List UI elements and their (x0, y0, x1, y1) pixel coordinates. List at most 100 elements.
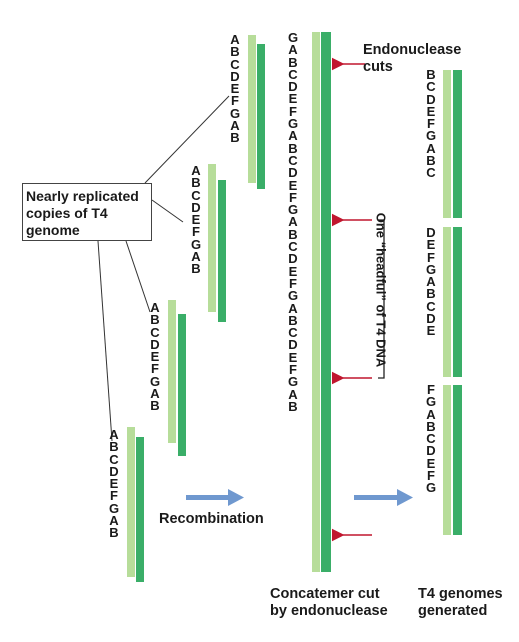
sequence-letter: G (287, 30, 299, 45)
sequence-letter: C (426, 298, 436, 314)
dna-copy-1 (248, 35, 265, 189)
sequence-letter: D (426, 443, 436, 459)
sequence-letter: E (426, 103, 436, 119)
callout-box (22, 183, 152, 241)
sequence-letter: F (427, 249, 435, 265)
sequence-letter: D (426, 225, 436, 240)
sequence-letter: F (427, 382, 435, 397)
sequence-letter: F (289, 189, 297, 205)
sequence-letter: D (288, 337, 298, 353)
sequence-letter: A (191, 249, 201, 265)
sequence-letter: A (288, 214, 298, 230)
sequence-letter: C (426, 79, 436, 95)
sequence-letter: F (289, 362, 297, 378)
sequence-letter: E (288, 177, 298, 193)
sequence-letter: D (288, 165, 298, 181)
sequence-letter: D (426, 91, 436, 107)
sequence-letter: A (109, 513, 119, 529)
cutting-arrow (354, 489, 413, 506)
callout-leader-lines (97, 95, 230, 442)
sequence-letter: E (426, 237, 436, 253)
sequence-letter: E (230, 81, 240, 97)
sequence-letter: A (426, 140, 436, 156)
sequence-letter: B (230, 130, 240, 146)
headful-bracket (378, 219, 385, 379)
sequence-letter: C (426, 431, 436, 447)
sequence-letter: D (288, 79, 298, 95)
sequence-letter: B (288, 398, 298, 414)
genomes-generated-label: T4 genomes generated (418, 586, 503, 619)
sequence-letter: B (288, 226, 298, 242)
callout-label: Nearly replicated copies of T4 genome (26, 188, 139, 238)
sequence-letter: A (109, 427, 119, 442)
sequence-letter: A (150, 386, 160, 402)
sequence-letter: E (150, 349, 160, 365)
sequence-letter: B (191, 261, 201, 277)
sequence-letter: B (109, 525, 119, 541)
sequence-letter: A (288, 42, 298, 58)
sequence-letter: A (288, 386, 298, 402)
cut-arrows (331, 57, 372, 542)
sequence-letter: C (191, 187, 201, 203)
dna-copy-4 (127, 427, 144, 582)
sequence-letter: F (427, 116, 435, 132)
endonuclease-cuts-label: Endonuclease cuts (363, 42, 462, 75)
headful-label: One “headful” of T4 DNA (373, 212, 389, 368)
concatemer-strand (312, 32, 331, 572)
sequence-letter: C (426, 165, 436, 181)
sequence-letter: B (288, 312, 298, 328)
sequence-letter: F (231, 93, 239, 109)
sequence-letter: E (191, 212, 201, 228)
sequence-letter: E (109, 476, 119, 492)
sequence-letter: C (109, 451, 119, 467)
sequence-letter: G (108, 500, 120, 516)
sequence-letter: G (425, 394, 437, 410)
sequence-letter: A (230, 118, 240, 134)
sequence-letter: E (426, 323, 436, 339)
sequence-letter: C (288, 66, 298, 82)
sequence-letter: B (426, 153, 436, 169)
sequence-letter: B (230, 44, 240, 60)
genome-strand-3 (443, 385, 462, 535)
sequence-letter: B (109, 439, 119, 455)
sequence-letter: D (109, 463, 119, 479)
sequence-letter: D (191, 199, 201, 215)
sequence-letter: D (230, 68, 240, 84)
recombination-arrow (186, 489, 244, 506)
sequence-letter: D (288, 251, 298, 267)
sequence-letter: B (426, 67, 436, 82)
genome-strand-1 (443, 70, 462, 218)
sequence-letter: A (150, 300, 160, 315)
sequence-letter: A (426, 406, 436, 422)
sequence-letter: A (230, 32, 240, 47)
sequence-letter: G (287, 374, 299, 390)
sequence-letter: A (288, 128, 298, 144)
sequence-letter: B (288, 54, 298, 70)
sequence-letter: D (150, 336, 160, 352)
sequence-letter: E (288, 349, 298, 365)
sequence-letter: B (426, 286, 436, 302)
sequence-letter: F (289, 275, 297, 291)
sequence-letter: G (190, 236, 202, 252)
sequence-letter: B (288, 140, 298, 156)
sequence-letter: E (288, 263, 298, 279)
sequence-letter: C (230, 56, 240, 72)
sequence-letter: F (427, 468, 435, 484)
sequence-letter: B (426, 418, 436, 434)
sequence-letter: E (288, 91, 298, 107)
recombination-label: Recombination (159, 511, 264, 527)
sequence-letter: D (426, 311, 436, 327)
concatemer-label: Concatemer cut by endonuclease (270, 586, 388, 619)
sequence-letter: F (151, 361, 159, 377)
sequence-letter: C (288, 325, 298, 341)
genome-strand-2 (443, 227, 462, 377)
